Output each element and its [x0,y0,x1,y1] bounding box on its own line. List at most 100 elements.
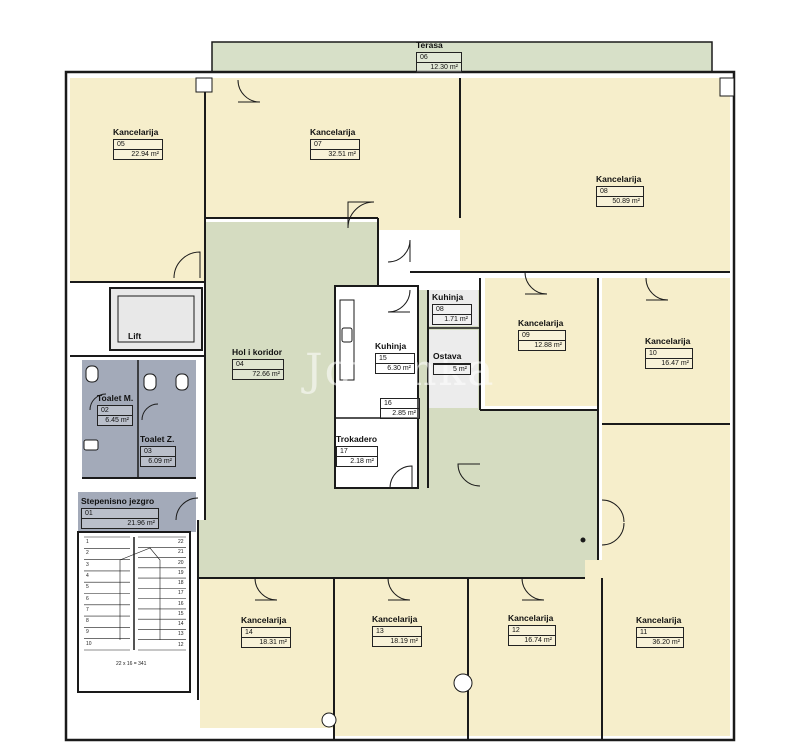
room-number: 06 [417,53,461,63]
room-tag: 10 16.47 m² [645,348,693,369]
sink-icon [83,439,99,451]
stair-step-number: 3 [86,561,89,568]
room-tag: 14 18.31 m² [241,627,291,648]
room-number: 11 [637,628,683,638]
room-name: Kancelarija [596,174,642,184]
room-name: Kancelarija [636,615,682,625]
room-number: 08 [597,187,643,197]
room-area: 22.94 m² [131,151,159,158]
room-name: Kuhinja [375,341,407,351]
room-name: Trokadero [336,434,378,444]
room-area: 16.74 m² [524,637,552,644]
room-name: Kancelarija [518,318,564,328]
stair-step-number: 9 [86,629,89,636]
walls [64,41,736,742]
room-number: 12 [509,626,555,636]
room-tag: 02 6.45 m² [97,405,133,426]
room-tag: 04 72.66 m² [232,359,284,380]
room-number: 14 [242,628,290,638]
room-tag: 08 1.71 m² [432,304,472,325]
room-tag: 05 22.94 m² [113,139,163,160]
stair-step-number: 16 [178,600,184,607]
room-name: Ostava [433,351,462,361]
room-number: 17 [337,447,377,457]
room-08-area [378,78,730,272]
room-area: 6.30 m² [387,365,411,372]
room-tag: 09 12.88 m² [518,330,566,351]
stair-direction-arrow [119,547,161,640]
room-name: Kuhinja [432,292,464,302]
room-tag: 15 6.30 m² [375,353,415,374]
room-number: 05 [114,140,162,150]
stair-step-number: 12 [178,641,184,648]
room-number: 07 [311,140,359,150]
room-area: 21.96 m² [127,520,155,527]
column-icon [195,77,213,93]
stair-step-number: 10 [86,640,92,647]
toilet-icon [143,373,157,391]
terrace-area [212,42,712,72]
room-11-area [585,424,730,736]
stair-step-number: 4 [86,572,89,579]
column-icon [719,77,735,97]
column-icon [321,712,337,728]
room-fills [70,42,730,736]
room-area: 18.19 m² [390,638,418,645]
room-name: Kancelarija [372,614,418,624]
toilet-icon [175,373,189,391]
room-name: Terasa [416,40,443,50]
room-area: 6.45 m² [105,417,129,424]
room-name: Hol i koridor [232,347,283,357]
room-tag: 06 12.30 m² [416,52,462,73]
room-number: 15 [376,354,414,364]
stair-step-number: 13 [178,631,184,638]
room-number: 08 [433,305,471,315]
room-tag: 16 2.85 m² [380,398,420,419]
room-tag: 17 2.18 m² [336,446,378,467]
stair-step-number: 1 [86,539,89,545]
fixtures [83,77,735,728]
stair-step-number: 14 [178,621,184,628]
room-area: 5 m² [453,366,467,373]
room-tag: 11 36.20 m² [636,627,684,648]
room-name: Kancelarija [310,127,356,137]
room-12-area [468,578,602,736]
room-tag: 12 16.74 m² [508,625,556,646]
room-number: 04 [233,360,283,370]
kitchen-08-area [428,290,478,326]
room-10-area [602,278,730,424]
room-number: 09 [519,331,565,341]
room-tag: 13 18.19 m² [372,626,422,647]
room-area: 1.71 m² [444,316,468,323]
room-07-area [205,78,460,218]
room-area: 6.09 m² [148,458,172,465]
doors [89,79,669,601]
room-area: 12.30 m² [430,64,458,71]
room-name: Toalet M. [97,393,134,403]
room-name: Kancelarija [508,613,554,623]
room-tag: 08 50.89 m² [596,186,644,207]
storage-area [428,330,478,408]
room-area: 18.31 m² [259,639,287,646]
stair-note: 22 x 16 = 341 [116,661,147,667]
room-area: 36.20 m² [652,639,680,646]
room-tag: 01 21.96 m² [81,508,159,529]
room-number: 10 [646,349,692,359]
room-name: Toalet Z. [140,434,175,444]
sink-icon [341,327,353,343]
room-name: Lift [128,331,142,341]
stair-landing-area [78,492,196,532]
room-area: 2.85 m² [392,410,416,417]
stair-step-number: 8 [86,618,89,625]
stair-step-number: 2 [86,550,89,557]
room-09-area [485,278,598,406]
room-area: 50.89 m² [612,198,640,205]
stair-step-number: 6 [86,595,89,602]
room-tag: 07 32.51 m² [310,139,360,160]
room-name: Kancelarija [645,336,691,346]
stair-step-number: 5 [86,584,89,591]
column-icon [453,673,473,693]
stair-step-number: 19 [178,569,184,576]
room-number: 01 [82,509,158,519]
